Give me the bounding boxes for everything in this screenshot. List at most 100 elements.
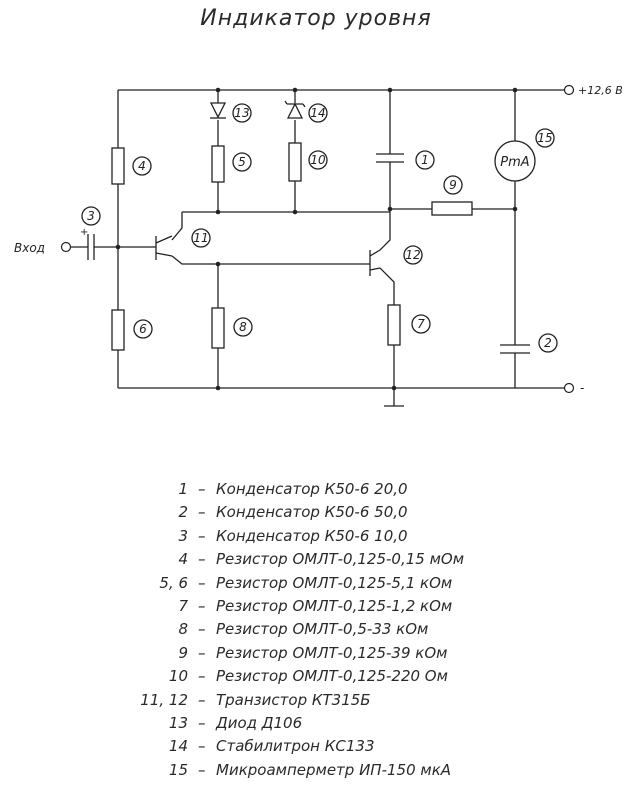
parts-list-dash: –: [198, 667, 206, 686]
circuit-schematic: +12,6 В - Вход + PmA: [14, 84, 623, 407]
label-15: 15: [535, 128, 555, 148]
label-1: 1: [415, 150, 435, 170]
parts-list-description: Конденсатор К50-6 10,0: [216, 526, 408, 545]
parts-list-dash: –: [198, 737, 206, 756]
transistor-12: [369, 249, 381, 276]
parts-list-item: 8–Резистор ОМЛТ-0,5-33 кОм: [120, 618, 540, 641]
svg-text:15: 15: [537, 131, 552, 145]
parts-list-number: 7: [178, 596, 188, 615]
resistor-9: [431, 201, 473, 216]
label-11: 11: [191, 228, 211, 248]
parts-list-item: 7–Резистор ОМЛТ-0,125-1,2 кОм: [120, 595, 540, 618]
svg-text:7: 7: [417, 317, 425, 331]
parts-list-dash: –: [198, 573, 206, 592]
parts-list-number: 4: [178, 550, 188, 569]
parts-list-item: 1–Конденсатор К50-6 20,0: [120, 478, 540, 501]
parts-list-dash: –: [198, 690, 206, 709]
label-13: 13: [232, 103, 252, 123]
label-5: 5: [232, 152, 252, 172]
parts-list-number: 15: [168, 760, 188, 779]
parts-list-number: 1: [178, 480, 188, 498]
label-7: 7: [411, 314, 431, 334]
label-14: 14: [308, 103, 328, 123]
svg-text:1: 1: [421, 153, 429, 167]
parts-list-description: Конденсатор К50-6 50,0: [216, 503, 408, 522]
parts-list-number: 11, 12: [140, 690, 188, 709]
resistor-6: [111, 309, 125, 351]
svg-text:4: 4: [138, 159, 146, 173]
parts-list-description: Резистор ОМЛТ-0,5-33 кОм: [216, 620, 429, 639]
resistor-8: [211, 307, 225, 349]
svg-text:3: 3: [87, 209, 95, 223]
svg-text:12: 12: [405, 248, 420, 262]
parts-list-description: Резистор ОМЛТ-0,125-220 Ом: [216, 667, 448, 686]
parts-list-dash: –: [198, 643, 206, 662]
parts-list-dash: –: [198, 480, 206, 498]
label-10: 10: [308, 150, 328, 170]
meter-15: PmA: [494, 140, 536, 182]
input-terminal: [60, 241, 72, 253]
parts-list-number: 10: [168, 667, 188, 686]
supply-label: +12,6 В: [578, 84, 623, 97]
transistor-11: [155, 235, 173, 260]
svg-text:11: 11: [193, 231, 208, 245]
parts-list-number: 9: [178, 643, 188, 662]
parts-list-description: Конденсатор К50-6 20,0: [216, 480, 408, 498]
label-2: 2: [538, 333, 558, 353]
label-4: 4: [132, 156, 152, 176]
svg-text:2: 2: [544, 336, 552, 350]
label-3: 3: [81, 206, 101, 226]
capacitor-1: [376, 153, 404, 163]
parts-list-item: 2–Конденсатор К50-6 50,0: [120, 501, 540, 524]
svg-text:13: 13: [234, 106, 249, 120]
resistor-7: [387, 304, 401, 346]
wires: [70, 89, 565, 407]
svg-text:6: 6: [139, 322, 147, 336]
svg-text:10: 10: [310, 153, 326, 167]
parts-list-item: 3–Конденсатор К50-6 10,0: [120, 525, 540, 548]
parts-list-number: 14: [168, 737, 188, 756]
svg-text:9: 9: [449, 178, 457, 192]
parts-list-description: Транзистор КТ315Б: [216, 690, 371, 709]
parts-list-description: Резистор ОМЛТ-0,125-0,15 мОм: [216, 550, 465, 569]
ground-label: -: [580, 381, 584, 395]
parts-list-number: 2: [178, 503, 188, 522]
parts-list-description: Микроамперметр ИП-150 мкА: [216, 760, 452, 779]
capacitor-3: +: [80, 227, 95, 260]
parts-list-description: Резистор ОМЛТ-0,125-1,2 кОм: [216, 596, 453, 615]
component-labels: 1 2 3 4 5 6 7 8 9 10 11 12 13 14 15: [81, 103, 558, 353]
parts-list-item: 14–Стабилитрон КС133: [120, 735, 540, 758]
parts-list-dash: –: [198, 550, 206, 569]
diagram-title: Индикатор уровня: [200, 6, 432, 31]
parts-list-description: Диод Д106: [216, 713, 303, 732]
svg-text:5: 5: [238, 155, 246, 169]
diode-13: [209, 102, 227, 119]
parts-list-dash: –: [198, 596, 206, 615]
parts-list-number: 13: [168, 713, 188, 732]
parts-list-number: 5, 6: [159, 573, 188, 592]
supply-terminal: [563, 84, 575, 96]
parts-list-dash: –: [198, 503, 206, 522]
parts-list-description: Резистор ОМЛТ-0,125-39 кОм: [216, 643, 448, 662]
parts-list-item: 11, 12–Транзистор КТ315Б: [120, 689, 540, 712]
parts-list-number: 3: [178, 526, 188, 545]
junction-dots: [115, 87, 518, 391]
parts-list-dash: –: [198, 760, 206, 779]
capacitor-2: [500, 344, 530, 354]
ground-terminal: [563, 382, 575, 394]
label-8: 8: [233, 317, 253, 337]
parts-list-dash: –: [198, 526, 206, 545]
parts-list-item: 10–Резистор ОМЛТ-0,125-220 Ом: [120, 665, 540, 688]
parts-list-description: Стабилитрон КС133: [216, 737, 375, 756]
resistor-4: [111, 147, 125, 185]
parts-list-item: 4–Резистор ОМЛТ-0,125-0,15 мОм: [120, 548, 540, 571]
parts-list-item: 9–Резистор ОМЛТ-0,125-39 кОм: [120, 642, 540, 665]
capacitor-3-polarity: +: [80, 227, 88, 238]
input-label: Вход: [14, 241, 45, 255]
resistor-10: [288, 142, 302, 182]
parts-list-item: 5, 6–Резистор ОМЛТ-0,125-5,1 кОм: [120, 572, 540, 595]
parts-list-dash: –: [198, 620, 206, 639]
label-6: 6: [133, 319, 153, 339]
parts-list-description: Резистор ОМЛТ-0,125-5,1 кОм: [216, 573, 453, 592]
